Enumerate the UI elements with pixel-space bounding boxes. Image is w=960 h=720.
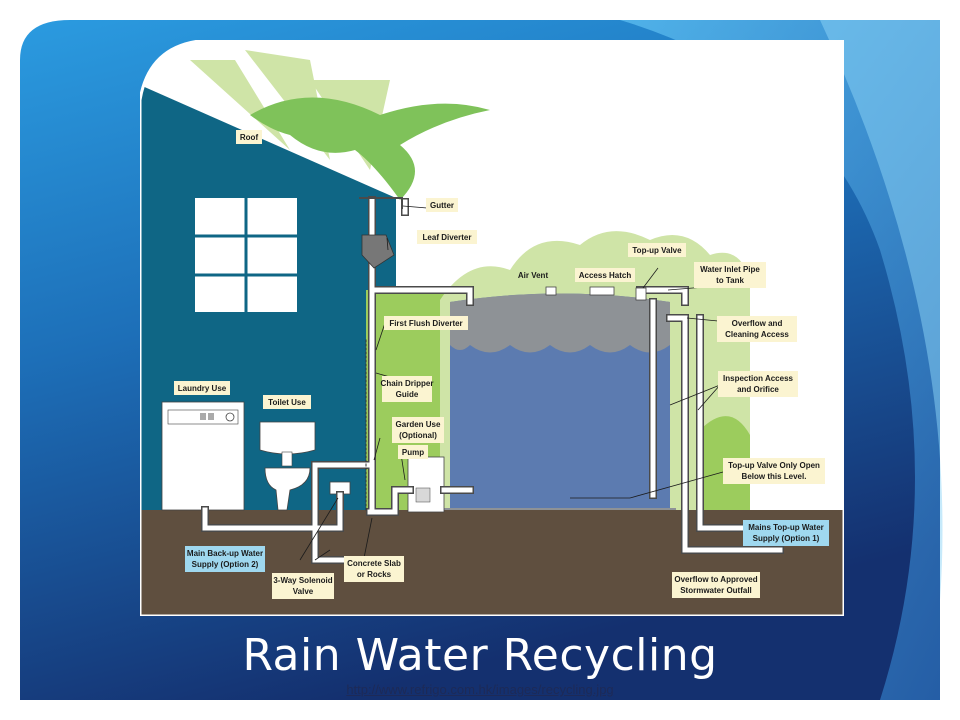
label-overflow-storm: Overflow to Approved Stormwater Outfall [672, 572, 760, 598]
label-overflow-cleaning-line2: Cleaning Access [725, 330, 789, 339]
label-topup-valve-text: Top-up Valve [632, 246, 682, 255]
label-overflow-storm-line1: Overflow to Approved [674, 575, 757, 584]
house-window [193, 196, 299, 314]
toilet [259, 421, 316, 511]
figure-border [140, 40, 844, 616]
slide-title: Rain Water Recycling [242, 630, 718, 681]
label-main-backup-line1: Main Back-up Water [187, 549, 263, 558]
label-inspection-line1: Inspection Access [723, 374, 794, 383]
label-chain-line1: Chain Dripper [381, 379, 434, 388]
label-pump-text: Pump [402, 448, 424, 457]
label-toilet: Toilet Use [263, 395, 311, 409]
background-swoosh-light [820, 20, 943, 600]
label-concrete-line2: or Rocks [357, 570, 392, 579]
label-inspection-line2: and Orifice [737, 385, 779, 394]
leaves-front [250, 97, 490, 200]
label-roof-text: Roof [240, 133, 259, 142]
air-vent [545, 286, 557, 296]
label-first-flush-text: First Flush Diverter [389, 319, 462, 328]
label-inlet-pipe-line2: to Tank [716, 276, 744, 285]
topup-valve [635, 287, 647, 301]
label-inlet-pipe: Water Inlet Pipe to Tank [694, 262, 766, 288]
label-access-hatch-text: Access Hatch [579, 271, 632, 280]
label-roof: Roof [236, 130, 262, 144]
label-solenoid-line2: Valve [293, 587, 314, 596]
leaf-diverter [361, 234, 395, 269]
label-topup-only-line2: Below this Level. [742, 472, 807, 481]
rainwater-diagram: Roof Gutter Leaf Diverter First Flush Di… [140, 40, 844, 616]
label-mains-topup-line2: Supply (Option 1) [753, 534, 820, 543]
label-air-vent: Air Vent [518, 271, 549, 280]
label-access-hatch: Access Hatch [575, 268, 635, 282]
tank-air-space [450, 293, 670, 353]
label-mains-topup-line1: Mains Top-up Water [748, 523, 824, 532]
label-garden-line1: Garden Use [396, 420, 441, 429]
label-chain-line2: Guide [396, 390, 419, 399]
label-overflow-cleaning: Overflow and Cleaning Access [717, 316, 797, 342]
background-swoosh [620, 20, 940, 700]
label-solenoid-line1: 3-Way Solenoid [273, 576, 332, 585]
label-concrete: Concrete Slab or Rocks [344, 556, 404, 582]
leaves-back [190, 50, 390, 170]
label-laundry-text: Laundry Use [178, 384, 227, 393]
label-overflow-cleaning-line1: Overflow and [732, 319, 783, 328]
label-chain: Chain Dripper Guide [381, 376, 434, 402]
access-hatch [589, 286, 615, 296]
label-pump: Pump [398, 445, 428, 459]
label-inlet-pipe-line1: Water Inlet Pipe [700, 265, 760, 274]
label-overflow-storm-line2: Stormwater Outfall [680, 586, 752, 595]
label-main-backup: Main Back-up Water Supply (Option 2) [185, 546, 265, 572]
label-mains-topup: Mains Top-up Water Supply (Option 1) [743, 520, 829, 546]
label-air-vent-text: Air Vent [518, 271, 549, 280]
label-garden-line2: (Optional) [399, 431, 437, 440]
label-gutter-text: Gutter [430, 201, 454, 210]
label-solenoid: 3-Way Solenoid Valve [272, 573, 334, 599]
label-toilet-text: Toilet Use [268, 398, 306, 407]
pump [407, 456, 445, 513]
label-laundry: Laundry Use [174, 381, 230, 395]
label-inspection: Inspection Access and Orifice [718, 371, 798, 397]
label-gutter: Gutter [426, 198, 458, 212]
laundry-machine [161, 401, 245, 511]
label-garden: Garden Use (Optional) [392, 417, 444, 443]
source-link[interactable]: http://www.refrigo.com.hk/images/recycli… [346, 682, 614, 697]
label-leaf-diverter-text: Leaf Diverter [423, 233, 472, 242]
label-topup-only: Top-up Valve Only Open Below this Level. [723, 458, 825, 484]
label-topup-only-line1: Top-up Valve Only Open [728, 461, 820, 470]
label-leaf-diverter: Leaf Diverter [417, 230, 477, 244]
label-first-flush: First Flush Diverter [384, 316, 468, 330]
label-topup-valve: Top-up Valve [628, 243, 686, 257]
label-concrete-line1: Concrete Slab [347, 559, 401, 568]
label-main-backup-line2: Supply (Option 2) [192, 560, 259, 569]
